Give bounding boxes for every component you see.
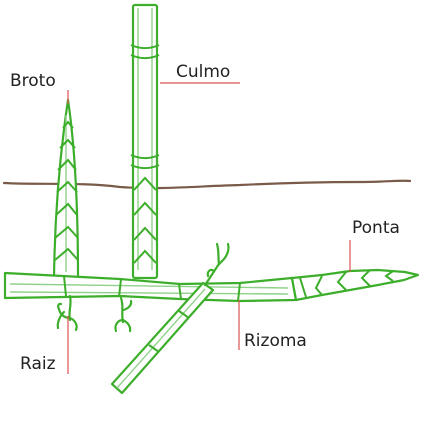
- label-raiz: Raiz: [20, 354, 56, 374]
- rhizome: [3, 268, 420, 303]
- label-culmo: Culmo: [176, 62, 231, 82]
- roots: [56, 242, 230, 333]
- label-ponta: Ponta: [352, 218, 400, 238]
- shoot: [52, 98, 80, 280]
- culm: [130, 3, 160, 280]
- label-rizoma: Rizoma: [244, 331, 307, 351]
- label-broto: Broto: [10, 71, 56, 91]
- soil-line: [2, 179, 412, 190]
- rhizome-branch: [110, 281, 215, 395]
